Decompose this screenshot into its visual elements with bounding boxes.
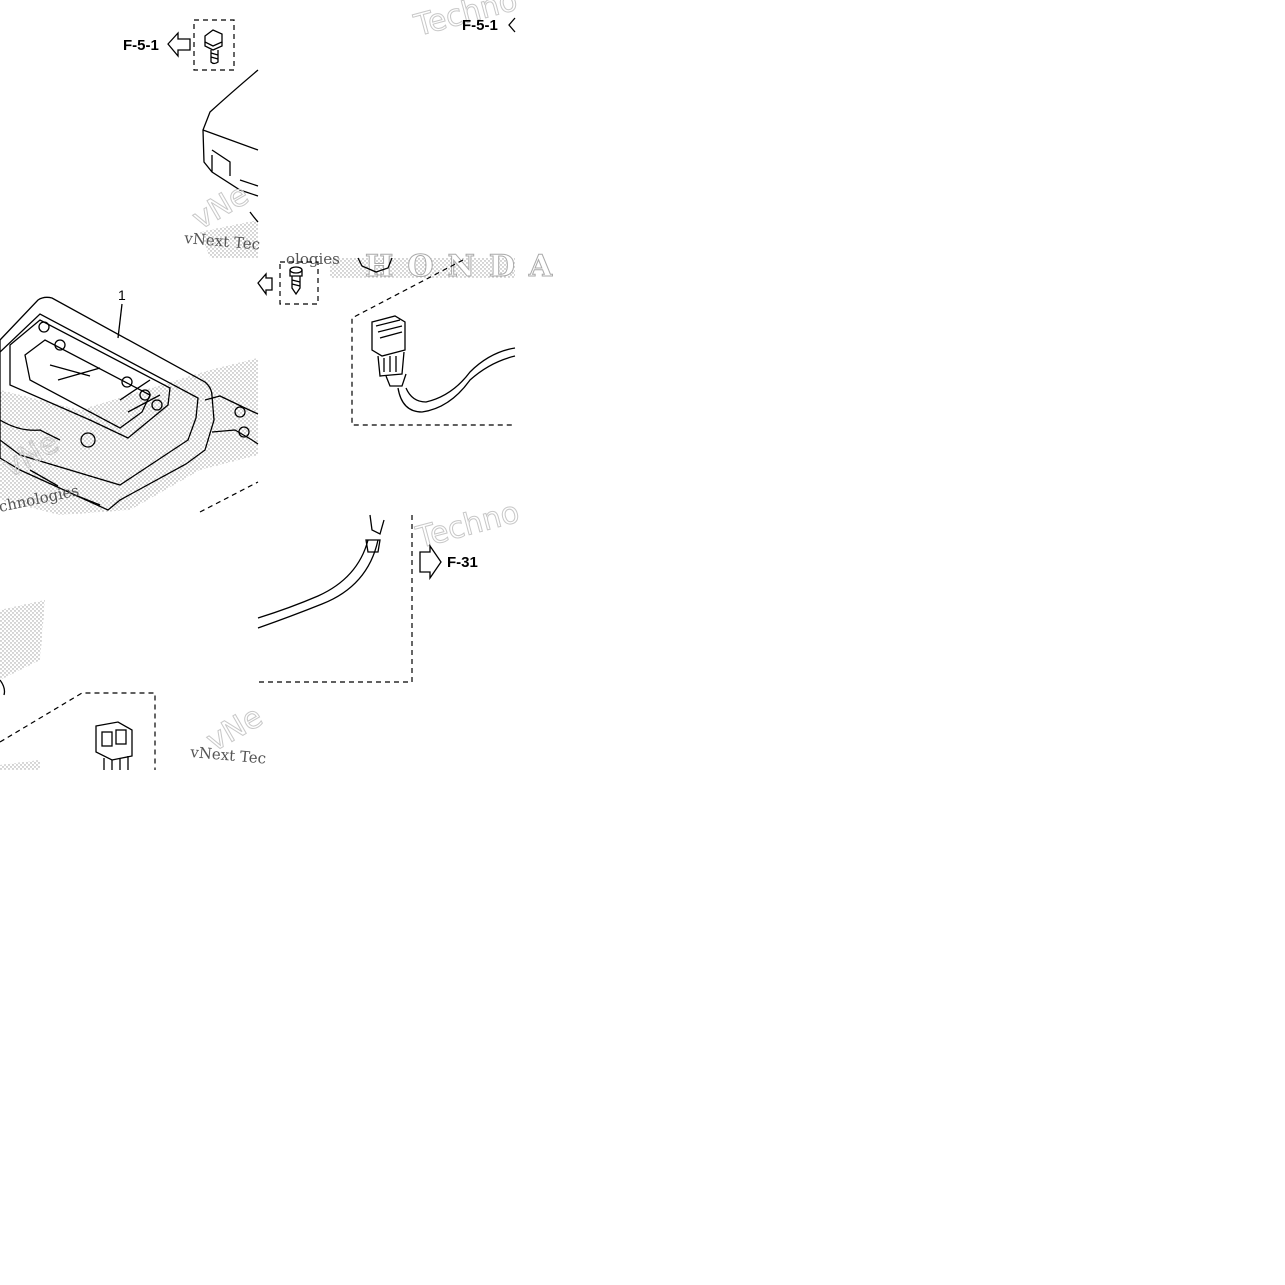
callout-leader bbox=[117, 303, 123, 339]
indicator-lamp bbox=[38, 321, 50, 333]
reference-arrow-left-icon bbox=[167, 31, 191, 58]
screw-detail-box bbox=[279, 261, 319, 305]
reference-arrow-partial-icon bbox=[508, 17, 516, 33]
connector-detail-frame-lower bbox=[0, 692, 156, 770]
stipple-watermark-wing bbox=[0, 600, 45, 680]
brand-watermark: HONDA bbox=[365, 249, 566, 284]
tile-middle-left: 1 chnologies vNe bbox=[0, 287, 259, 516]
reference-arrow-left-icon bbox=[257, 272, 273, 296]
screw-icon bbox=[289, 266, 303, 296]
reset-knob bbox=[80, 432, 96, 448]
tile-bottom-left: vNe vNext Tec bbox=[0, 600, 269, 770]
callout-number: 1 bbox=[118, 287, 126, 303]
connector-lower-icon bbox=[95, 721, 133, 770]
meter-display-window bbox=[9, 319, 171, 439]
upper-unit-housing bbox=[202, 69, 259, 197]
stipple-watermark bbox=[200, 220, 258, 258]
bolt-icon bbox=[204, 29, 223, 65]
mounting-bracket bbox=[204, 395, 259, 445]
watermark-technologies-2: ologies bbox=[286, 250, 340, 268]
tile-middle-right: HONDA ologies bbox=[257, 249, 566, 426]
tile-top-left: F-5-1 vNe vNext Tec bbox=[123, 19, 261, 258]
bolt-detail-box bbox=[193, 19, 235, 71]
meter-assembly bbox=[0, 296, 215, 511]
watermark-vnext-2: vNext Tec bbox=[189, 743, 267, 768]
wire-harness-lower bbox=[257, 539, 369, 619]
reference-label-f31: F-31 bbox=[447, 554, 478, 571]
wire-harness bbox=[397, 355, 516, 413]
reference-label-f51-right: F-5-1 bbox=[462, 17, 498, 34]
reference-label-f51: F-5-1 bbox=[123, 37, 159, 54]
harness-detail-frame bbox=[258, 515, 413, 683]
tile-bottom-right: Techno F-31 bbox=[257, 494, 524, 683]
tile-top-right: Techno F-5-1 bbox=[410, 0, 522, 44]
connector-icon bbox=[371, 315, 407, 387]
brand-watermark-band bbox=[330, 258, 515, 278]
watermark-techno-2: Techno bbox=[412, 495, 523, 556]
reference-arrow-right-icon bbox=[419, 543, 442, 581]
